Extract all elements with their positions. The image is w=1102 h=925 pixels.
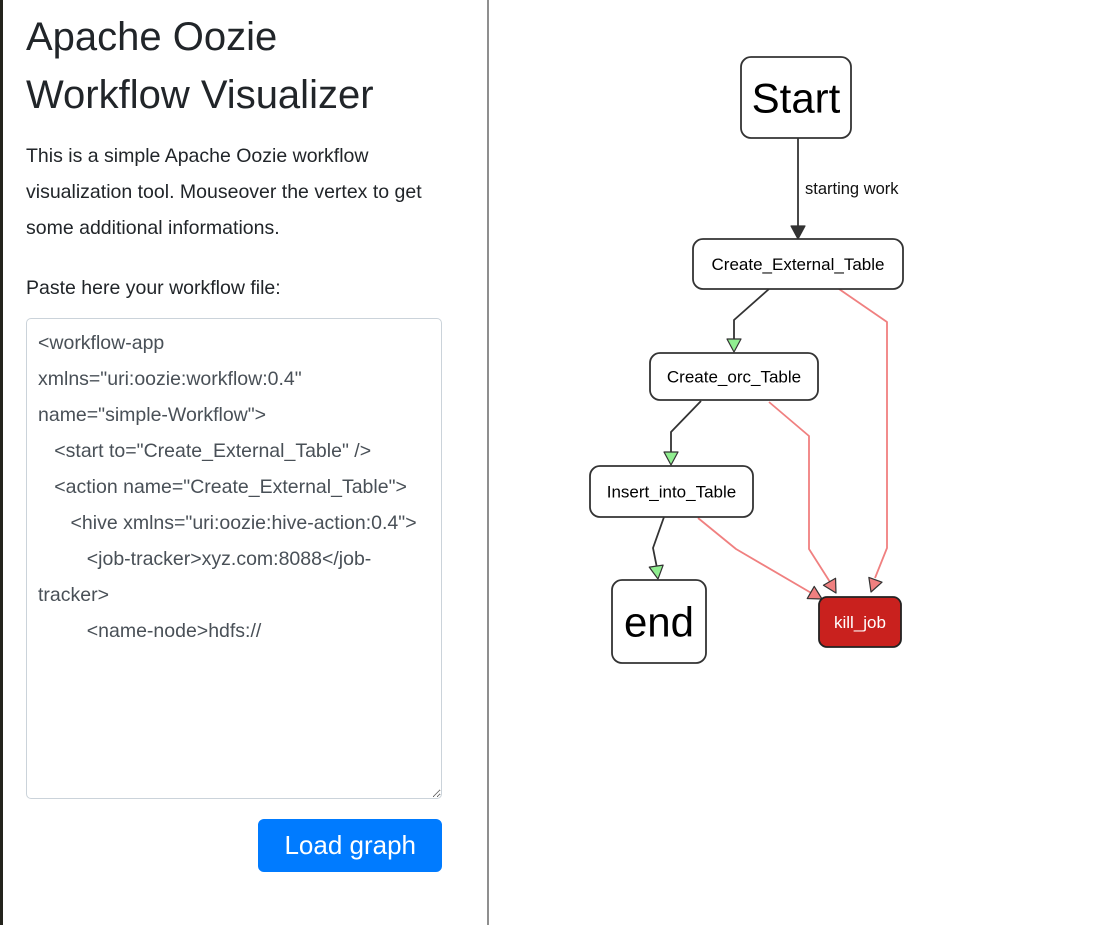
- edge-label-start-to-create-external-table: starting work: [805, 180, 899, 198]
- button-row: Load graph: [26, 819, 442, 872]
- node-label-create-orc-table: Create_orc_Table: [667, 368, 801, 387]
- paste-instruction-label: Paste here your workflow file:: [26, 277, 281, 299]
- panel-divider: [487, 0, 489, 925]
- node-end[interactable]: end: [611, 579, 707, 664]
- workflow-xml-input[interactable]: [26, 318, 442, 799]
- workflow-graph-svg: starting work StartCreate_External_TableC…: [589, 56, 904, 664]
- edge-create-external-table-to-kill-job: [838, 288, 888, 579]
- arrowhead-insert-into-table-to-kill-job: [806, 585, 823, 600]
- edge-create-external-table-to-create-orc-table: [733, 288, 770, 340]
- edge-insert-into-table-to-end: [652, 516, 665, 569]
- node-box-kill-job[interactable]: [818, 596, 902, 648]
- node-box-insert-into-table[interactable]: [589, 465, 754, 518]
- node-label-end: end: [624, 599, 694, 646]
- load-graph-button[interactable]: Load graph: [258, 819, 442, 872]
- node-start[interactable]: Start: [740, 56, 852, 139]
- edge-create-orc-table-to-insert-into-table: [670, 400, 702, 453]
- node-label-start: Start: [752, 75, 841, 122]
- arrowhead-create-external-table-to-kill-job: [868, 576, 883, 593]
- node-label-create-external-table: Create_External_Table: [712, 255, 885, 274]
- node-box-create-orc-table[interactable]: [649, 352, 819, 401]
- node-box-start[interactable]: [740, 56, 852, 139]
- arrowhead-create-orc-table-to-insert-into-table: [663, 451, 679, 466]
- page-title: Apache Oozie Workflow Visualizer: [26, 15, 374, 117]
- arrowhead-insert-into-table-to-end: [648, 564, 664, 580]
- node-label-insert-into-table: Insert_into_Table: [607, 483, 736, 502]
- node-create-orc-table[interactable]: Create_orc_Table: [649, 352, 819, 401]
- arrowhead-start-to-create-external-table: [790, 225, 806, 240]
- node-box-create-external-table[interactable]: [692, 238, 904, 290]
- edge-create-orc-table-to-kill-job: [768, 401, 831, 583]
- arrowhead-create-orc-table-to-kill-job: [822, 577, 837, 594]
- node-create-external-table[interactable]: Create_External_Table: [692, 238, 904, 290]
- node-insert-into-table[interactable]: Insert_into_Table: [589, 465, 754, 518]
- node-box-end[interactable]: [611, 579, 707, 664]
- window-left-edge: [0, 0, 3, 925]
- node-label-kill-job: kill_job: [834, 613, 886, 632]
- sidebar: Apache Oozie Workflow Visualizer This is…: [3, 0, 487, 925]
- intro-text: This is a simple Apache Oozie workflow v…: [26, 145, 422, 239]
- node-kill-job[interactable]: kill_job: [818, 596, 902, 648]
- arrowhead-create-external-table-to-create-orc-table: [726, 338, 742, 353]
- edge-insert-into-table-to-kill-job: [697, 517, 814, 595]
